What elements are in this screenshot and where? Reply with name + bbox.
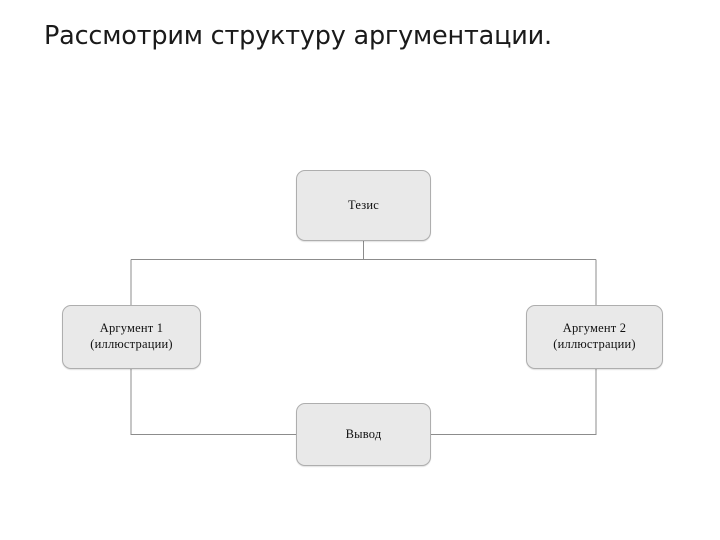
- node-argument-2-sublabel: (иллюстрации): [553, 337, 636, 351]
- node-thesis[interactable]: Тезис: [296, 170, 431, 241]
- page-title: Рассмотрим структуру аргументации.: [44, 21, 552, 51]
- node-argument-2[interactable]: Аргумент 2 (иллюстрации): [526, 305, 663, 369]
- node-conclusion-label: Вывод: [345, 426, 382, 441]
- node-argument-1-sublabel: (иллюстрации): [90, 337, 173, 351]
- node-argument-1-label: Аргумент 1: [99, 321, 164, 336]
- edge-argument-1-to-conclusion: [130, 369, 296, 436]
- node-thesis-label: Тезис: [347, 197, 380, 212]
- node-argument-1[interactable]: Аргумент 1 (иллюстрации): [62, 305, 201, 369]
- node-argument-2-label: Аргумент 2: [562, 321, 627, 336]
- edge-argument-2-to-conclusion: [431, 369, 597, 436]
- node-conclusion[interactable]: Вывод: [296, 403, 431, 466]
